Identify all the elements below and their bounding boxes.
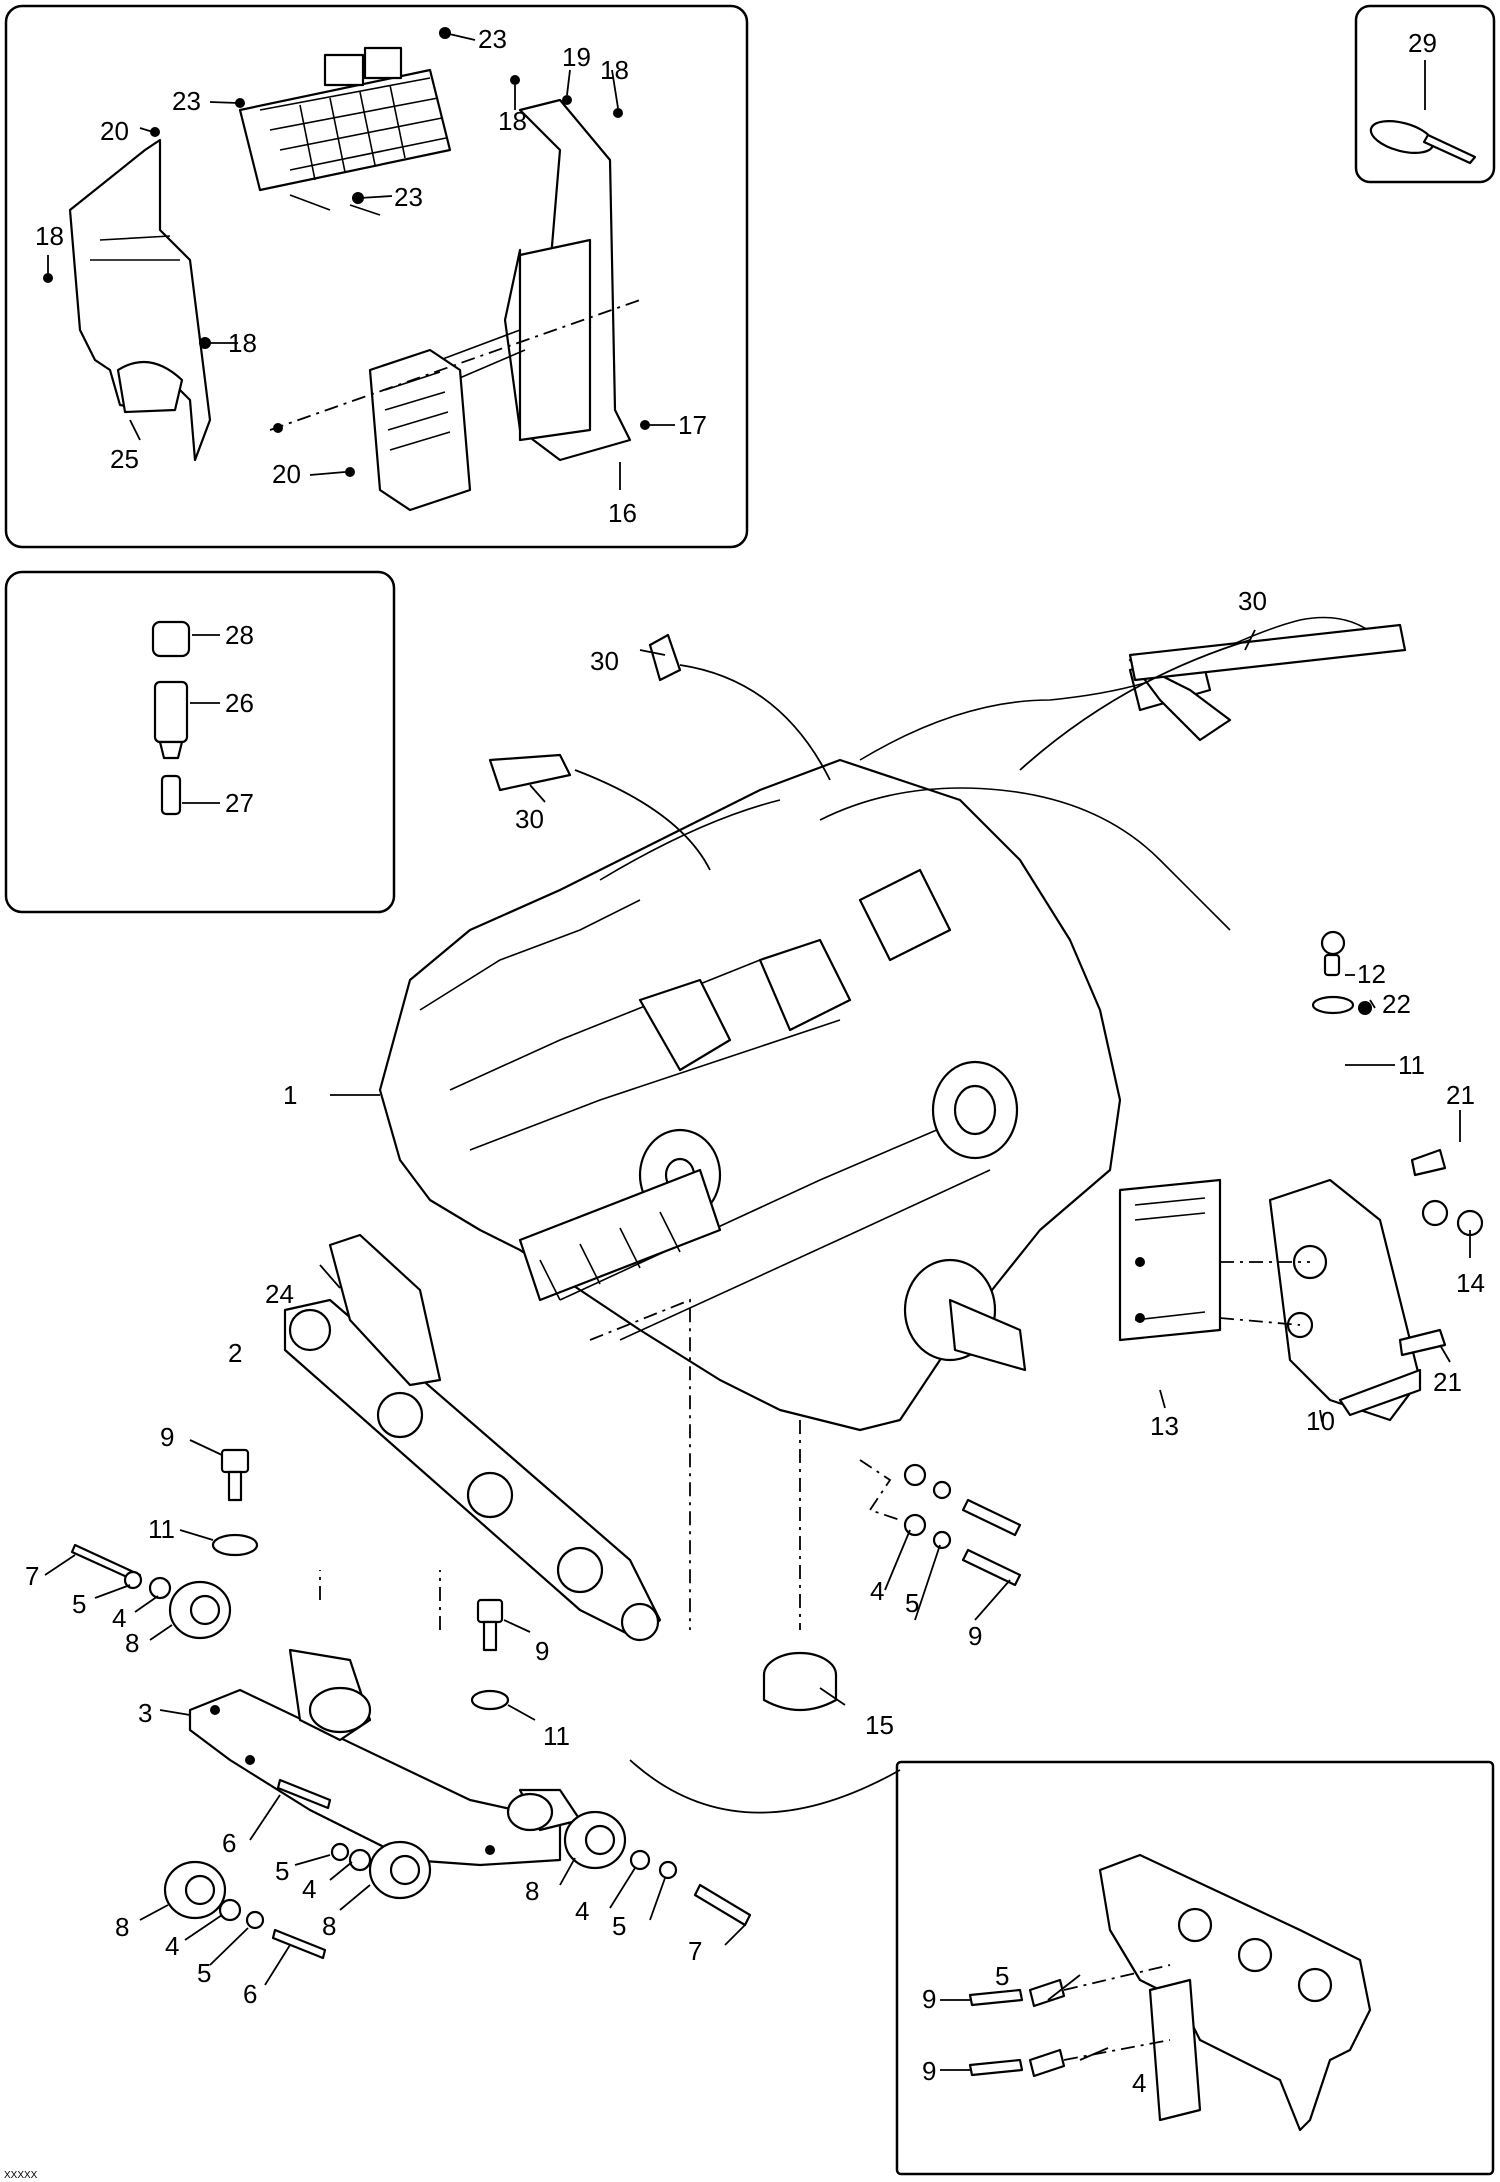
engine-assembly-drawing [378, 758, 1122, 1432]
footer-reference: XXXXX [4, 2170, 38, 2181]
callout-label: 5 [612, 1911, 626, 1941]
rubber-mount-drawing [163, 1580, 838, 1920]
harness-clip-drawing [488, 623, 1407, 871]
fastener-set-drawing [151, 620, 220, 816]
callout-label: 18 [35, 221, 64, 251]
bracket-detail-leaders [940, 1974, 1109, 2071]
callout-label: 16 [608, 498, 637, 528]
inset-frame-bracket-detail [895, 1760, 1495, 2176]
callout-label: 9 [922, 1984, 936, 2014]
callout-label: 8 [125, 1628, 139, 1658]
top-left-inset-fasteners [43, 27, 650, 477]
relay-box-drawing [368, 348, 472, 512]
bolt-and-washer-drawing [70, 1448, 1022, 1960]
callout-label: 18 [600, 55, 629, 85]
top-left-inset-leaders [47, 32, 675, 490]
inset-frame-harness-brackets [4, 4, 749, 549]
inset-frame-fastener-set [4, 570, 396, 914]
callout-label: 21 [1446, 1080, 1475, 1110]
callout-label: 30 [590, 646, 619, 676]
callout-label: 1 [283, 1080, 297, 1110]
callout-label: 23 [172, 86, 201, 116]
callout-label: 18 [498, 106, 527, 136]
callout-label: 9 [968, 1621, 982, 1651]
callout-label: 4 [1132, 2068, 1146, 2098]
callout-label: 13 [1150, 1411, 1179, 1441]
callout-label: 3 [138, 1698, 152, 1728]
fuse-box-drawing [238, 46, 452, 216]
callout-label: 17 [678, 410, 707, 440]
callout-label: 24 [265, 1279, 294, 1309]
bracket-detail-drawing [968, 1853, 1372, 2132]
left-harness-bracket [68, 138, 212, 462]
callout-label: 23 [394, 182, 423, 212]
main-callouts: 30 30 30 1 12 22 11 21 14 13 10 21 24 2 … [25, 586, 1485, 2009]
callout-label: 20 [100, 116, 129, 146]
callout-label: 5 [905, 1588, 919, 1618]
callout-label: 7 [688, 1936, 702, 1966]
callout-label: 14 [1456, 1268, 1485, 1298]
callout-label: 12 [1357, 959, 1386, 989]
callout-label: 4 [575, 1896, 589, 1926]
callout-label: 5 [72, 1589, 86, 1619]
callout-label: 25 [110, 444, 139, 474]
crossmember-rail-drawing [283, 1233, 662, 1642]
callout-label: 8 [115, 1912, 129, 1942]
callout-label: 8 [322, 1911, 336, 1941]
lower-cross-bracket-drawing [188, 1648, 582, 1867]
callout-label: 11 [148, 1514, 175, 1544]
callout-label: 9 [535, 1636, 549, 1666]
callout-label: 2 [228, 1338, 242, 1368]
main-leader-lines [319, 629, 1471, 1630]
engine-mount-support-drawing [1118, 930, 1484, 1422]
callout-label: 11 [1398, 1050, 1425, 1080]
callout-label: 4 [870, 1576, 884, 1606]
callout-label: 6 [222, 1828, 236, 1858]
callout-label: 21 [1433, 1367, 1462, 1397]
callout-label: 30 [515, 804, 544, 834]
callout-label: 5 [275, 1856, 289, 1886]
callout-label: 8 [525, 1876, 539, 1906]
callout-label: 15 [865, 1710, 894, 1740]
callout-label: 18 [228, 328, 257, 358]
callout-label: 4 [112, 1603, 126, 1633]
callout-label: 6 [243, 1979, 257, 2009]
callout-label: 26 [225, 688, 254, 718]
tie-wrap-drawing [1369, 60, 1477, 165]
callout-label: 4 [302, 1874, 316, 1904]
callout-label: 5 [197, 1958, 211, 1988]
callout-label: 20 [272, 459, 301, 489]
callout-label: 11 [543, 1721, 570, 1751]
callout-label: 22 [1382, 989, 1411, 1019]
callout-label: 30 [1238, 586, 1267, 616]
callout-label: 4 [165, 1931, 179, 1961]
callout-label: 23 [478, 24, 507, 54]
callout-label: 9 [922, 2056, 936, 2086]
callout-label: 9 [160, 1422, 174, 1452]
top-left-inset-callouts: 23 23 19 18 18 20 18 18 23 17 25 20 16 [35, 24, 707, 528]
callout-label: 5 [995, 1961, 1009, 1991]
callout-label: 7 [25, 1561, 39, 1591]
callout-label: 29 [1408, 28, 1437, 58]
inset-frame-tie-wrap [1354, 4, 1496, 184]
callout-label: 27 [225, 788, 254, 818]
callout-label: 10 [1306, 1406, 1335, 1436]
fastener-set-callouts: 28 26 27 [225, 620, 254, 818]
callout-label: 19 [562, 42, 591, 72]
right-harness-bracket [439, 98, 632, 462]
callout-label: 28 [225, 620, 254, 650]
bracket-detail-callouts: 5 9 9 4 [922, 1961, 1146, 2098]
mount-leader-lines [44, 1439, 1011, 1986]
